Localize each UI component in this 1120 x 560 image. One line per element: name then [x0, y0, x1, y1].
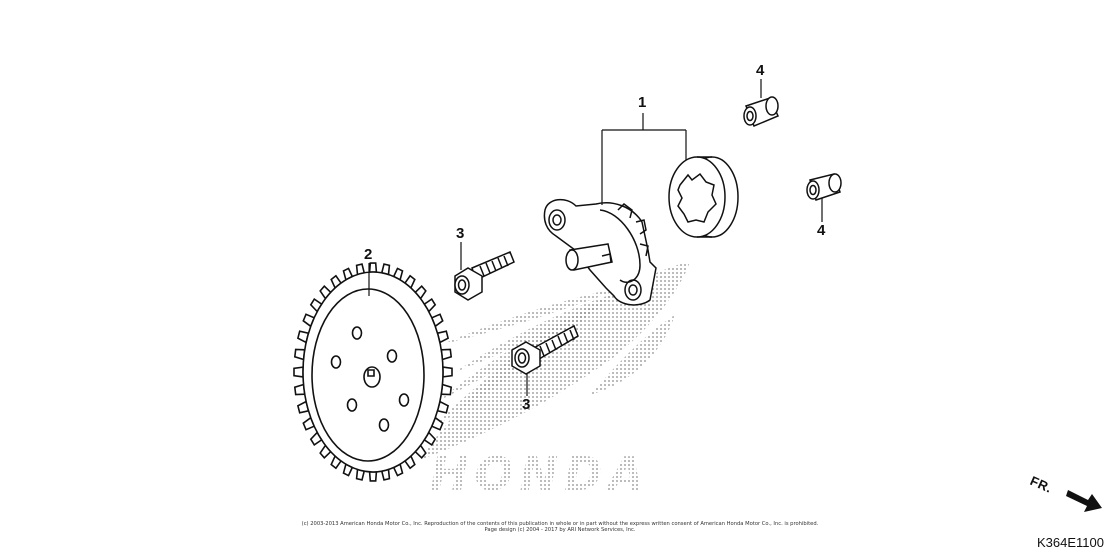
bolt-part-3-upper [454, 251, 515, 301]
honda-watermark-text: HONDA [430, 447, 650, 501]
front-arrow-icon [1066, 490, 1102, 512]
diagram-code: K364E1100 [1037, 535, 1104, 550]
callout-3-upper: 3 [456, 225, 465, 242]
callout-4-lower: 4 [817, 222, 826, 239]
gear-part-2 [293, 262, 453, 482]
callout-3-lower: 3 [522, 396, 531, 413]
leader-lines [368, 79, 823, 396]
copyright-line-1: (c) 2003-2013 American Honda Motor Co., … [301, 521, 819, 527]
bolt-part-3-lower [511, 324, 579, 375]
gear-tooth [368, 471, 378, 482]
oil-pump-body-part-1 [543, 198, 657, 306]
gear-tooth [442, 366, 453, 378]
callout-1: 1 [638, 94, 647, 111]
gear-tooth [368, 262, 378, 273]
copyright-line-2: Page design (c) 2004 - 2017 by ARI Netwo… [484, 527, 636, 533]
dowel-pin-part-4-upper [743, 96, 779, 127]
dowel-pin-part-4-lower [806, 173, 842, 201]
callout-4-upper: 4 [756, 62, 765, 79]
copyright-notice: (c) 2003-2013 American Honda Motor Co., … [300, 521, 820, 533]
callout-2: 2 [364, 246, 373, 263]
gear-tooth [293, 366, 304, 378]
outer-rotor-part-1 [668, 156, 739, 238]
